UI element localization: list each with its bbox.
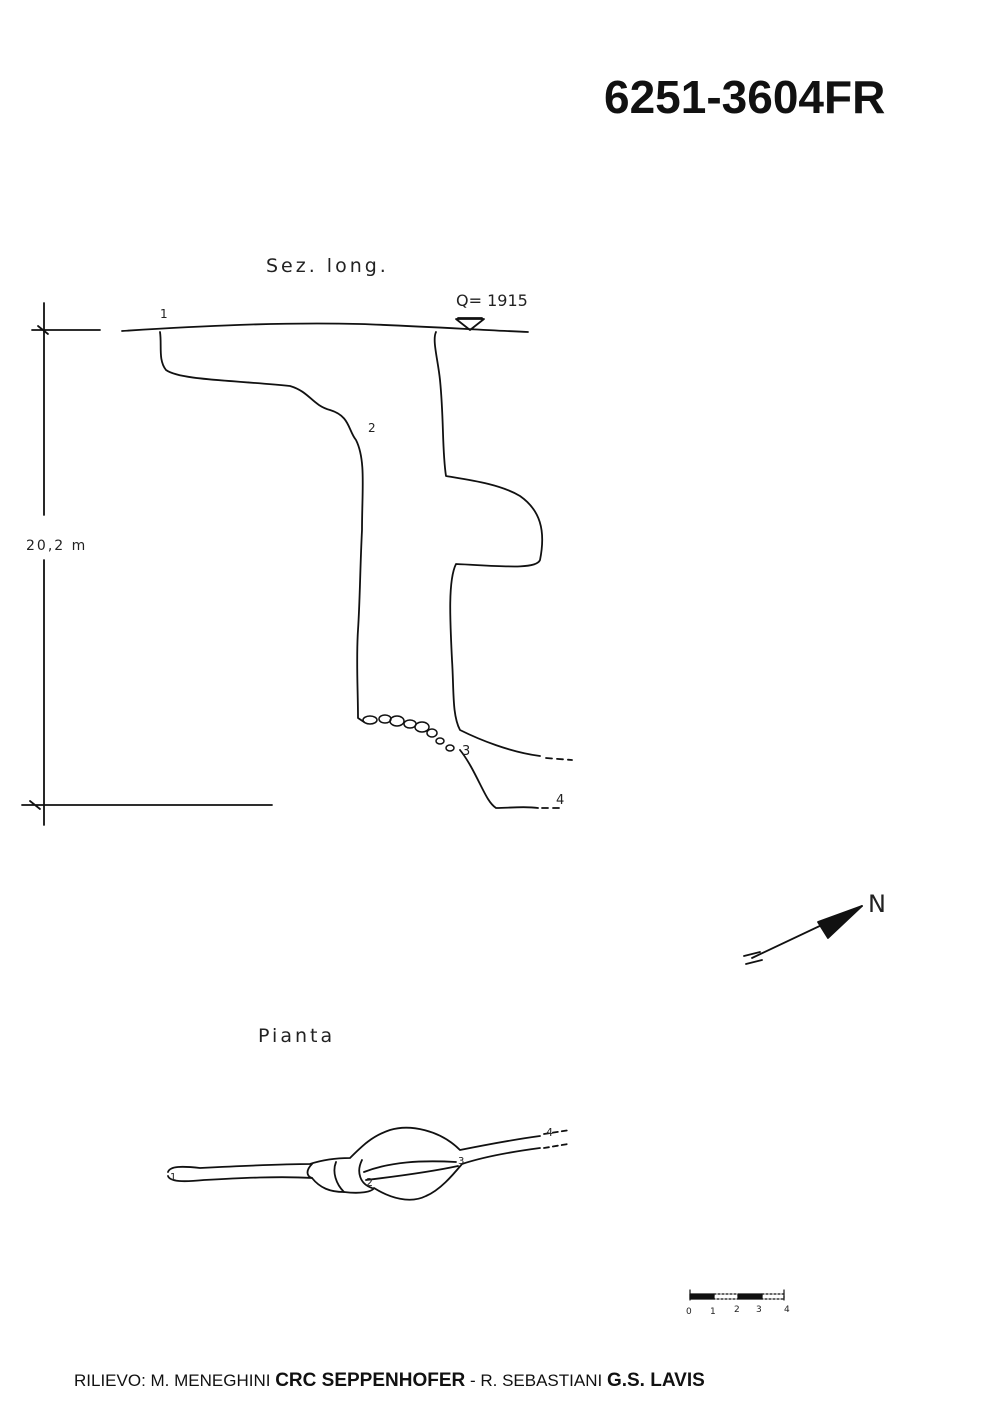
scale-tick-0: 0 xyxy=(686,1307,692,1317)
credits-group-1: CRC SEPPENHOFER xyxy=(275,1370,466,1391)
plan-station-3-label: 3 xyxy=(458,1156,464,1167)
scale-tick-3: 3 xyxy=(756,1305,762,1315)
station-3-label: 3 xyxy=(462,744,470,759)
plan-station-4-label: 4 xyxy=(546,1126,553,1139)
plan-inner-lines xyxy=(306,1159,459,1193)
shaft-right-wall xyxy=(433,331,544,757)
plan-outline xyxy=(167,1126,541,1201)
credits-group-2: G.S. LAVIS xyxy=(606,1370,705,1391)
credits-prefix: RILIEVO: M. MENEGHINI xyxy=(74,1371,276,1390)
north-arrow-tail xyxy=(743,951,763,965)
scale-tick-2: 2 xyxy=(734,1305,740,1315)
plan-end-dashed xyxy=(543,1129,571,1149)
scale-tick-4: 4 xyxy=(784,1305,790,1315)
ground-surface-line xyxy=(121,322,529,333)
north-arrow-head-icon xyxy=(817,905,863,939)
survey-credits: RILIEVO: M. MENEGHINI CRC SEPPENHOFER - … xyxy=(74,1370,705,1392)
plan-title: Pianta xyxy=(258,1025,335,1047)
shaft-left-wall xyxy=(159,331,365,723)
plan-station-2-label: 2 xyxy=(366,1176,373,1189)
plan-station-1-label: 1 xyxy=(170,1172,176,1183)
lower-passage-floor xyxy=(459,749,539,809)
floor-debris xyxy=(362,714,455,752)
station-4-label: 4 xyxy=(556,793,564,808)
station-2-label: 2 xyxy=(368,421,376,435)
depth-scale-bottom-tick xyxy=(21,800,273,810)
elevation-label: Q= 1915 xyxy=(456,291,528,310)
scale-bar xyxy=(689,1289,785,1301)
elevation-marker-icon xyxy=(455,317,485,331)
cave-id-title: 6251-3604FR xyxy=(604,71,886,123)
north-label: N xyxy=(868,890,886,918)
station-1-label: 1 xyxy=(160,307,168,321)
depth-scale-top-tick xyxy=(31,325,101,335)
passage-right-dashed xyxy=(545,757,573,761)
section-title: Sez. long. xyxy=(266,255,389,277)
depth-label: 20,2 m xyxy=(26,538,87,554)
credits-separator: - R. SEBASTIANI xyxy=(465,1371,607,1390)
scale-tick-1: 1 xyxy=(710,1307,716,1317)
